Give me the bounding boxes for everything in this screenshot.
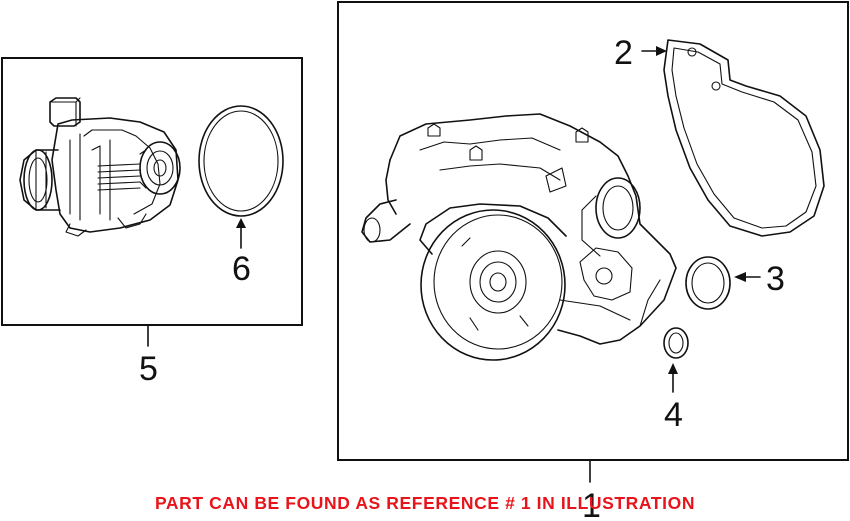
- callout-3-label: 3: [766, 260, 785, 298]
- callout-2-label: 2: [614, 34, 633, 72]
- thermostat-group-frame: [1, 57, 303, 326]
- callout-6-label: 6: [232, 250, 251, 288]
- thermostat-housing-icon: [19, 97, 181, 237]
- callout-2-arrowhead: [656, 46, 667, 56]
- water-pump-icon: [361, 113, 677, 361]
- housing-gasket-icon: [663, 39, 825, 237]
- reference-notice: PART CAN BE FOUND AS REFERENCE # 1 IN IL…: [154, 493, 696, 513]
- o-ring-seal-icon: [685, 256, 731, 310]
- callout-3-arrowhead: [734, 272, 746, 282]
- callout-6-arrowhead: [236, 218, 246, 228]
- callout-4-arrowhead: [668, 363, 678, 374]
- callout-5-label: 5: [139, 350, 158, 388]
- water-pump-group-frame: [337, 1, 849, 461]
- o-ring-seal-icon: [663, 327, 689, 359]
- callout-4-label: 4: [664, 396, 683, 434]
- o-ring-seal-icon: [198, 105, 284, 217]
- callout-1-label: 1: [582, 487, 601, 521]
